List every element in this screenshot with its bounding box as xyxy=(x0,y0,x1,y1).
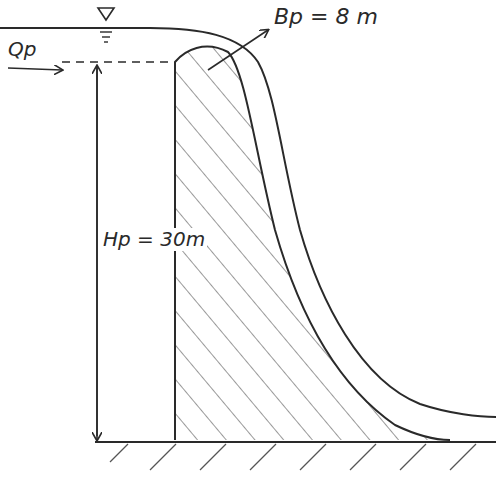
crest-level-line xyxy=(62,61,172,62)
dimension-line xyxy=(96,66,98,440)
water-surface xyxy=(0,28,496,417)
ground-hatching xyxy=(110,444,476,470)
water-level-tick xyxy=(104,41,108,42)
water-level-symbol xyxy=(98,8,114,20)
water-level-tick xyxy=(100,31,112,32)
water-level-tick xyxy=(102,36,110,37)
flow-arrow xyxy=(8,68,62,70)
height-label: Hp = 30m xyxy=(101,228,207,251)
width-label: Bp = 8 m xyxy=(272,4,380,29)
dam-outline xyxy=(175,47,450,440)
dam-hatching xyxy=(175,47,450,440)
leader-arrow xyxy=(208,30,268,70)
dimension-line xyxy=(96,66,98,436)
discharge-label: Qp xyxy=(6,38,38,61)
ground-line xyxy=(95,441,496,443)
